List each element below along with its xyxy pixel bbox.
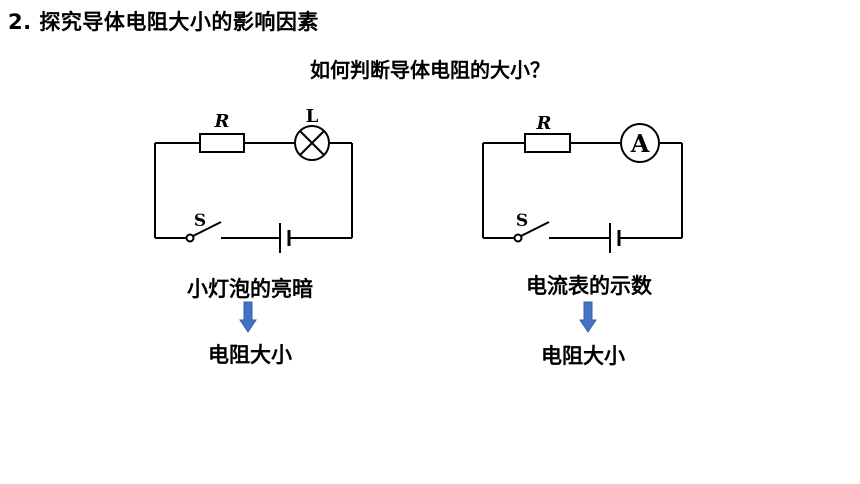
right-battery: [609, 223, 621, 253]
ammeter-label: A: [630, 129, 650, 158]
left-switch: [185, 221, 222, 243]
left-lamp-label: L: [306, 106, 319, 127]
ammeter-icon: [620, 123, 660, 163]
right-caption: 电流表的示数: [526, 274, 652, 298]
left-resistor: [199, 133, 245, 153]
right-switch-label: S: [516, 211, 528, 231]
right-switch: [513, 221, 550, 243]
right-result: 电阻大小: [541, 344, 625, 368]
left-lamp: [294, 125, 330, 161]
left-battery: [279, 223, 291, 253]
left-switch-label: S: [194, 211, 206, 231]
left-caption: 小灯泡的亮暗: [187, 277, 313, 301]
left-circuit: [154, 142, 353, 239]
right-down-arrow-icon: [579, 301, 597, 333]
right-resistor: [524, 133, 571, 153]
left-down-arrow-icon: [239, 301, 257, 333]
left-result: 电阻大小: [208, 343, 292, 367]
question-heading: 如何判断导体电阻的大小？: [310, 58, 550, 82]
right-circuit: [482, 142, 683, 239]
slide-title: 2. 探究导体电阻大小的影响因素: [8, 10, 319, 34]
left-resistor-label: R: [214, 111, 230, 132]
right-resistor-label: R: [536, 113, 552, 134]
